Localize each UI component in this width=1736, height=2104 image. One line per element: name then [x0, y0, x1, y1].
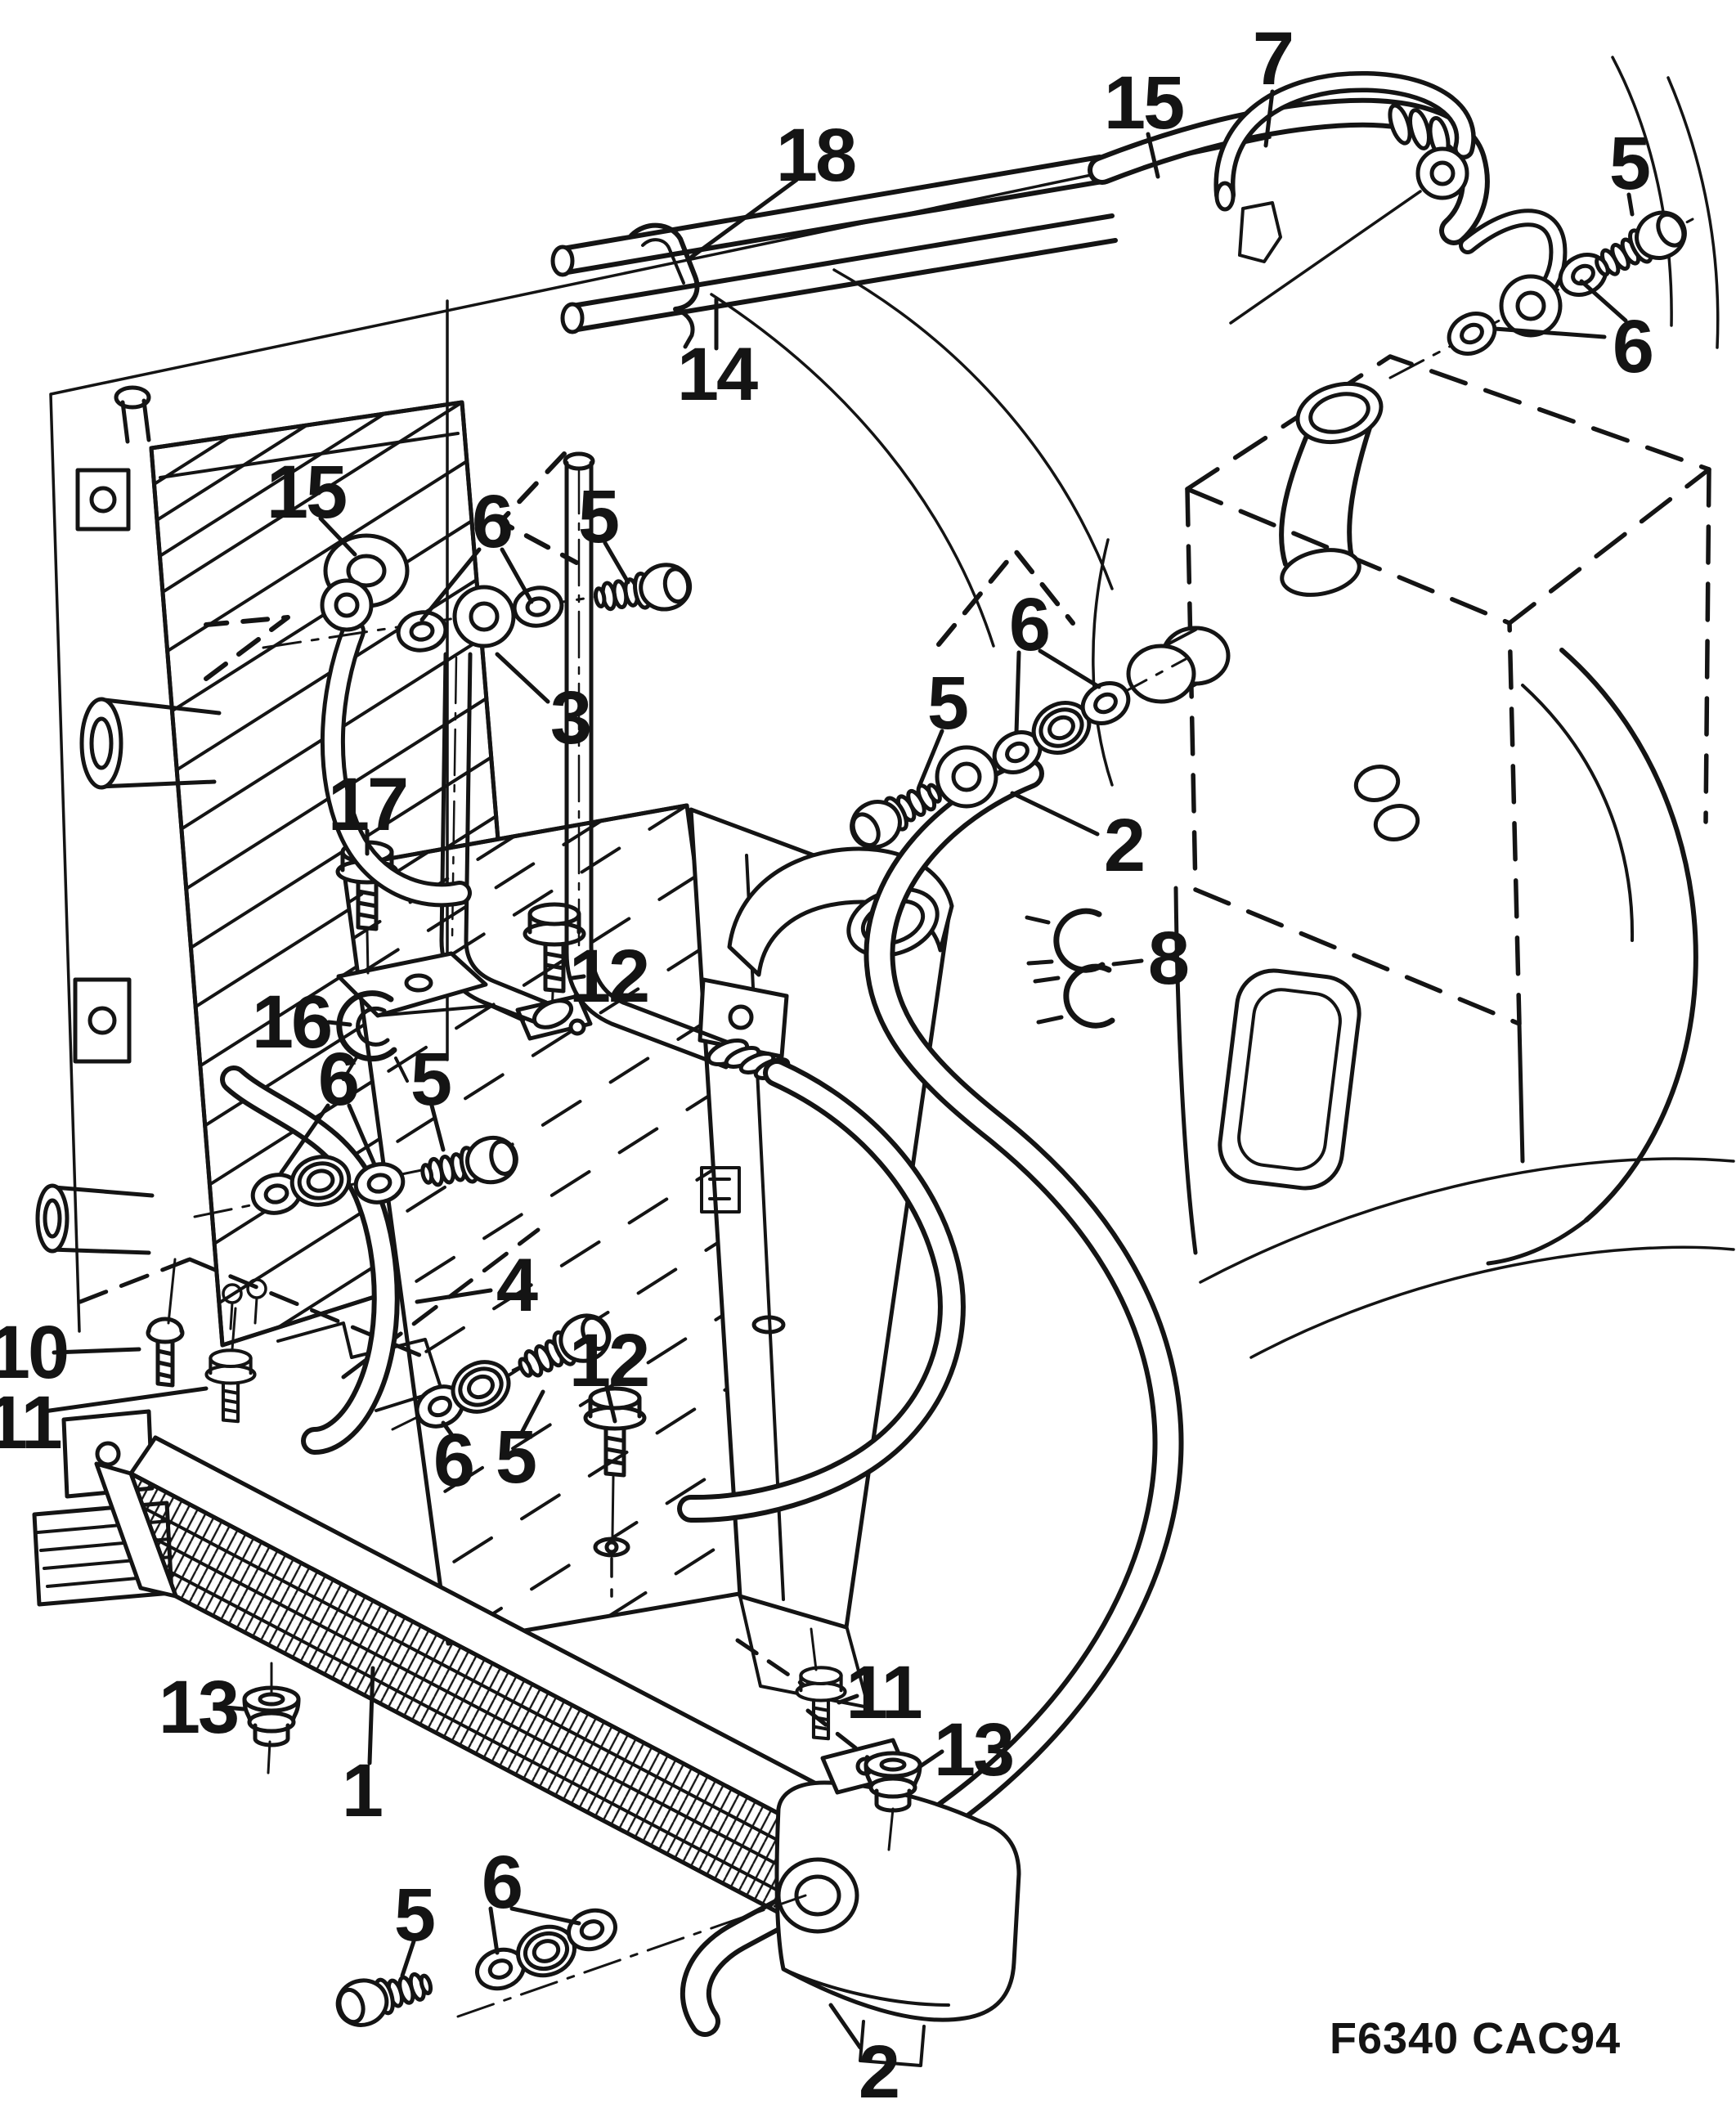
callout-14-5: 14: [676, 333, 758, 416]
grommet-13-left: [244, 1662, 298, 1774]
leader-line-13-25: [223, 1705, 246, 1711]
callout-15-1: 15: [1103, 61, 1185, 145]
callout-6-29: 6: [481, 1841, 523, 1924]
callout-6-17: 6: [317, 1038, 360, 1121]
union-stack-engine-top: [1388, 204, 1693, 379]
screw-11-bottom: [735, 1627, 846, 1738]
callout-13-28: 13: [933, 1708, 1015, 1792]
callout-17-13: 17: [327, 763, 409, 846]
callout-2-31: 2: [858, 2030, 900, 2104]
callout-5-11: 5: [926, 662, 969, 745]
callout-10-20: 10: [0, 1311, 70, 1394]
leader-line-5-8: [603, 541, 630, 585]
leader-line-6-17: [347, 1103, 377, 1167]
grommet-13-right: [805, 1708, 920, 1851]
clip-8: [1025, 908, 1115, 1029]
screw-10: [148, 1258, 182, 1385]
leader-line-12-14: [570, 974, 586, 980]
callout-1-26: 1: [341, 1749, 384, 1833]
leader-line-6-29: [509, 1906, 581, 1926]
leader-line-10-20: [52, 1347, 141, 1355]
hose-15-upper: [1088, 97, 1490, 245]
callout-3-9: 3: [550, 676, 592, 760]
leader-line-11-27: [837, 1694, 859, 1705]
leader-line-15-6: [318, 516, 357, 557]
callout-11-21: 11: [0, 1381, 63, 1465]
leader-line-2-31: [828, 2003, 863, 2050]
callout-5-24: 5: [495, 1415, 537, 1499]
oil-cooler: [94, 1435, 853, 1953]
leader-line-6-4: [1579, 279, 1628, 323]
leader-line-5-18: [429, 1103, 446, 1152]
callout-5-3: 5: [1608, 122, 1651, 205]
callout-8-16: 8: [1147, 917, 1190, 1000]
hose-15-lower: [320, 619, 472, 908]
leader-line-11-21: [42, 1386, 209, 1414]
oil-pipes: [338, 155, 1118, 1083]
callout-5-8: 5: [577, 475, 620, 559]
union-stack-engine-port: [844, 549, 1187, 855]
leader-line-5-3: [1626, 192, 1635, 217]
screw-11-left: [206, 1307, 254, 1421]
leader-line-6-17: [279, 1103, 330, 1175]
leader-line-5-24: [519, 1389, 545, 1435]
leader-line-5-11: [917, 729, 944, 789]
callout-12-14: 12: [568, 935, 650, 1018]
leader-line-4-19: [415, 1288, 493, 1304]
leader-line-6-23: [441, 1420, 454, 1437]
leader-line-6-7: [500, 547, 534, 604]
leader-line-15-1: [1146, 132, 1160, 179]
callout-4-19: 4: [496, 1244, 538, 1327]
union-stack-radiator-top: [204, 451, 693, 681]
callout-6-10: 6: [1008, 583, 1051, 666]
engine-assembly: [710, 56, 1735, 1359]
callout-2-12: 2: [1103, 804, 1146, 887]
leader-line-8-16: [1111, 958, 1144, 967]
hose-7-loop: [1213, 70, 1476, 263]
callout-6-23: 6: [433, 1419, 475, 1502]
union-stack-radiator-bottom: [193, 1133, 520, 1218]
leader-line-1-26: [367, 1666, 375, 1765]
leader-line-2-12: [1010, 791, 1100, 837]
leader-line-16-15: [326, 1020, 352, 1027]
callout-5-18: 5: [410, 1038, 452, 1121]
callout-12-22: 12: [568, 1319, 650, 1402]
callout-5-30: 5: [393, 1873, 436, 1957]
callout-6-4: 6: [1612, 305, 1654, 388]
leader-line-13-28: [917, 1749, 944, 1770]
union-stack-cooler-left: [391, 1308, 617, 1433]
leader-line-6-4: [1492, 326, 1607, 339]
leader-line-6-10: [1038, 648, 1101, 689]
leader-line-3-9: [495, 652, 550, 704]
leader-line-18-2: [689, 177, 799, 259]
leader-line-7-0: [1263, 89, 1275, 148]
hose-4: [220, 1065, 400, 1455]
callout-13-25: 13: [158, 1666, 240, 1749]
callout-18-2: 18: [775, 114, 857, 197]
leader-line-6-7: [419, 547, 482, 622]
callout-11-27: 11: [846, 1651, 922, 1734]
callout-16-15: 16: [251, 980, 333, 1064]
leader-line-12-22: [604, 1384, 617, 1424]
callout-15-6: 15: [266, 451, 348, 534]
leader-line-6-29: [488, 1906, 500, 1955]
leader-line-6-10: [1014, 650, 1021, 735]
leader-line-5-30: [400, 1939, 416, 1978]
callout-6-7: 6: [471, 480, 514, 563]
hose-pipe-b-to-cooler: [677, 1059, 966, 1523]
diagram-code: F6340 CAC94: [1330, 2014, 1622, 2063]
callout-7-0: 7: [1252, 17, 1294, 101]
